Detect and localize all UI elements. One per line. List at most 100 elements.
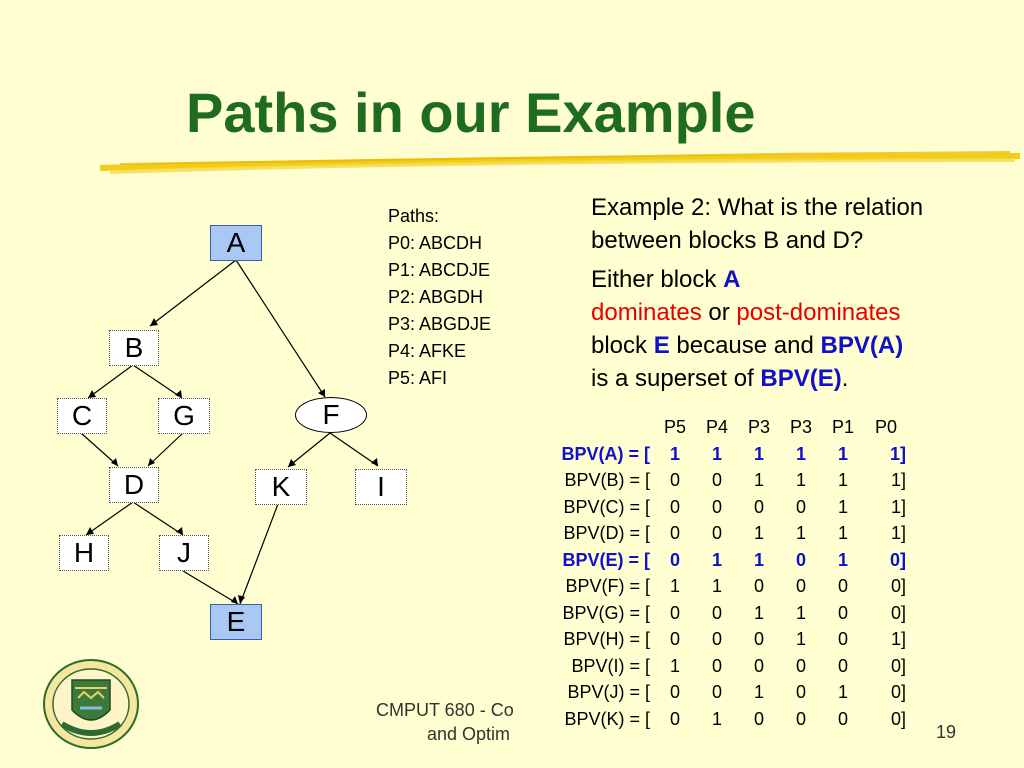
answer-text: is a superset of xyxy=(591,365,761,392)
bpv-cell: 0 xyxy=(753,496,764,517)
path-item: P5: AFI xyxy=(388,368,448,388)
bpv-cell: 0] xyxy=(890,655,906,676)
bpv-row-label: BPV(H) = [ xyxy=(563,629,650,649)
bpv-cell: 0] xyxy=(889,549,906,570)
bpv-cell: 1] xyxy=(890,496,906,517)
bpv-row-label: BPV(E) = [ xyxy=(562,549,650,570)
bpv-header-spacer xyxy=(520,414,654,441)
bpv-cell: 0 xyxy=(669,629,680,649)
university-of-alberta-seal-icon xyxy=(43,659,139,749)
answer-text: because and xyxy=(669,332,821,359)
footer-line: CMPUT 680 - Co xyxy=(376,700,514,720)
bpv-cell: 0] xyxy=(890,602,906,623)
bpv-column-header: P0 xyxy=(874,417,898,437)
bpv-cell: 1] xyxy=(890,629,906,649)
bpv-cell: 1 xyxy=(795,602,806,623)
bpv-cell: 0 xyxy=(753,708,764,729)
bpv-column-header: P5 xyxy=(663,417,687,437)
bpv-cell: 0 xyxy=(669,470,680,490)
bpv-row-label: BPV(I) = [ xyxy=(571,655,650,676)
bpv-cell: 0 xyxy=(795,682,806,702)
paths-heading: Paths: xyxy=(388,206,440,226)
bpv-column-header: P3 xyxy=(789,417,813,437)
bpv-cell: 1 xyxy=(669,576,680,596)
bpv-cell: 1 xyxy=(795,470,806,490)
bpv-column-header: P3 xyxy=(747,417,771,437)
bpv-cell: 0 xyxy=(711,629,722,649)
bpv-cell: 1 xyxy=(753,523,764,543)
bpv-cell: 0 xyxy=(795,708,806,729)
bpv-cell: 1 xyxy=(837,443,848,464)
bpv-cell: 0 xyxy=(753,576,764,596)
bpv-cell: 0 xyxy=(669,496,680,517)
slide-title: Paths in our Example xyxy=(186,81,756,144)
title-underline-decoration xyxy=(100,151,1020,174)
bpv-cell: 1 xyxy=(753,602,764,623)
path-item: P2: ABGDH xyxy=(388,287,484,307)
bpv-cell: 1 xyxy=(837,549,848,570)
bpv-cell: 1 xyxy=(753,443,764,464)
bpv-cell: 0 xyxy=(669,708,680,729)
bpv-cell: 1] xyxy=(890,523,906,543)
bpv-cell: 1 xyxy=(711,549,722,570)
explanation-answer: Either block A dominates or post-dominat… xyxy=(591,263,1011,395)
node-i: I xyxy=(355,469,407,505)
bpv-cell: 0 xyxy=(837,655,848,676)
bpv-row-label: BPV(A) = [ xyxy=(561,443,650,464)
bpv-cell: 0 xyxy=(837,629,848,649)
node-f: F xyxy=(295,397,367,433)
footer-line: and Optim xyxy=(427,724,511,744)
bpv-cell: 0 xyxy=(837,602,848,623)
answer-text: . xyxy=(841,365,849,392)
bpv-column-header: P4 xyxy=(705,417,729,437)
answer-text: block xyxy=(591,332,654,359)
bpv-cell: 0 xyxy=(795,655,806,676)
path-item: P0: ABCDH xyxy=(388,233,483,253)
bpv-cell: 1 xyxy=(837,470,848,490)
bpv-row-label: BPV(K) = [ xyxy=(564,708,650,729)
bpv-cell: 1 xyxy=(753,549,764,570)
bpv-cell: 0 xyxy=(711,602,722,623)
footer-course-title: CMPUT 680 - Co and Optim xyxy=(376,698,522,746)
bpv-cell: 1 xyxy=(795,629,806,649)
path-item: P3: ABGDJE xyxy=(388,314,492,334)
node-e: E xyxy=(210,604,262,640)
bpv-cell: 0] xyxy=(890,708,906,729)
bpv-cell: 0 xyxy=(711,655,722,676)
bpv-cell: 1] xyxy=(890,470,906,490)
bpv-cell: 1 xyxy=(837,496,848,517)
example-question: Example 2: What is the relation between … xyxy=(591,194,924,254)
node-d: D xyxy=(109,467,159,503)
node-g: G xyxy=(158,398,210,434)
block-e-label: E xyxy=(653,332,670,359)
bpv-cell: 1 xyxy=(669,443,680,464)
node-j: J xyxy=(159,535,209,571)
bpv-cell: 1 xyxy=(837,523,848,543)
bpv-cell: 0 xyxy=(795,496,806,517)
path-item: P1: ABCDJE xyxy=(388,260,491,280)
bpv-cell: 0 xyxy=(837,708,848,729)
bpv-cell: 0 xyxy=(711,682,722,702)
bpv-cell: 1 xyxy=(837,682,848,702)
node-a: A xyxy=(210,225,262,261)
bpv-cell: 0 xyxy=(795,576,806,596)
bpv-cell: 0 xyxy=(837,576,848,596)
bpv-a-term: BPV(A) xyxy=(820,332,904,359)
bpv-cell: 0 xyxy=(795,549,806,570)
bpv-row-label: BPV(F) = [ xyxy=(565,576,650,596)
paths-list: Paths: P0: ABCDH P1: ABCDJE P2: ABGDH P3… xyxy=(388,203,491,392)
bpv-cell: 0 xyxy=(753,655,764,676)
bpv-cell: 0 xyxy=(669,523,680,543)
